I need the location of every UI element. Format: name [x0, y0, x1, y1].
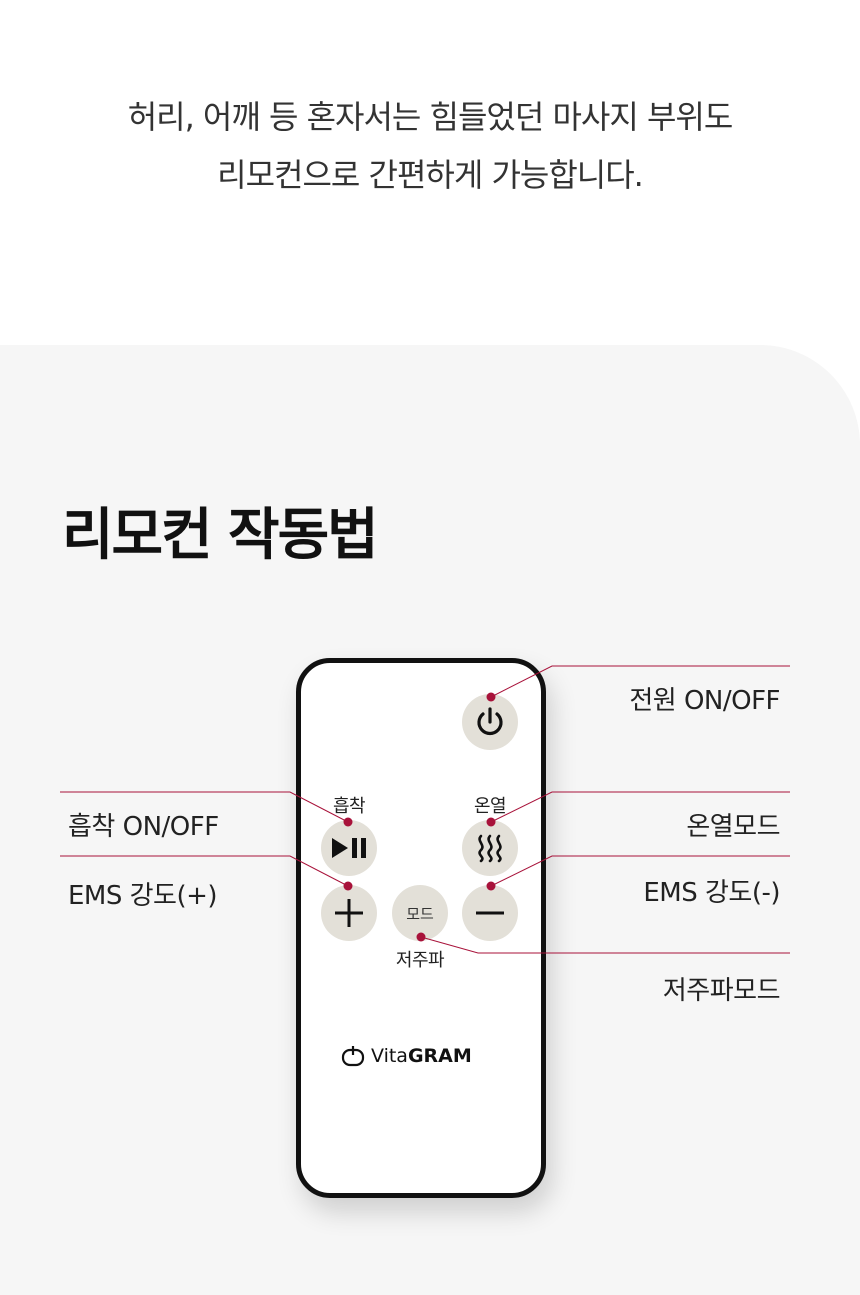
heat-leader-line [490, 791, 790, 823]
heat-label: 온열 [473, 796, 507, 817]
callout-ems-plus: EMS 강도(+) [68, 881, 218, 911]
minus-icon [476, 911, 504, 915]
low-frequency-label: 저주파 [395, 950, 445, 971]
mode-button-text: 모드 [406, 904, 434, 923]
callout-power: 전원 ON/OFF [629, 686, 780, 716]
mode-button[interactable]: 모드 [392, 885, 448, 941]
intro-line-2: 리모컨으로 간편하게 가능합니다. [217, 156, 644, 194]
power-button[interactable] [462, 694, 518, 750]
intro-line-1: 허리, 어깨 등 혼자서는 힘들었던 마사지 부위도 [127, 98, 734, 136]
callout-ems-minus: EMS 강도(-) [643, 878, 780, 908]
callout-low-freq-mode: 저주파모드 [662, 976, 781, 1006]
callout-heat-mode: 온열모드 [686, 812, 780, 842]
ems-minus-button[interactable] [462, 885, 518, 941]
ems-plus-marker-dot [343, 881, 353, 891]
suction-button[interactable] [321, 820, 377, 876]
low-freq-leader-line [420, 936, 790, 954]
suction-leader-line [60, 791, 349, 823]
play-pause-icon [332, 838, 366, 858]
ems-minus-marker-dot [486, 881, 496, 891]
power-icon [477, 707, 503, 736]
power-leader-line [490, 665, 790, 698]
power-icon [341, 1046, 365, 1067]
suction-marker-dot [343, 817, 353, 827]
callout-suction: 흡착 ON/OFF [68, 812, 219, 842]
ems-plus-button[interactable] [321, 885, 377, 941]
ems-plus-leader-line [60, 855, 349, 887]
ems-minus-leader-line [490, 855, 790, 887]
suction-label: 흡착 [332, 796, 366, 817]
heat-waves-icon [478, 834, 502, 863]
logo-text-gram: GRAM [407, 1045, 472, 1067]
heat-button[interactable] [462, 820, 518, 876]
intro-text: 허리, 어깨 등 혼자서는 힘들었던 마사지 부위도 리모컨으로 간편하게 가능… [0, 88, 860, 204]
low-freq-marker-dot [416, 932, 426, 942]
heat-marker-dot [486, 817, 496, 827]
plus-icon [335, 899, 363, 927]
logo-text-vita: Vita [371, 1045, 408, 1067]
power-marker-dot [486, 692, 496, 702]
section-title: 리모컨 작동법 [62, 503, 379, 568]
